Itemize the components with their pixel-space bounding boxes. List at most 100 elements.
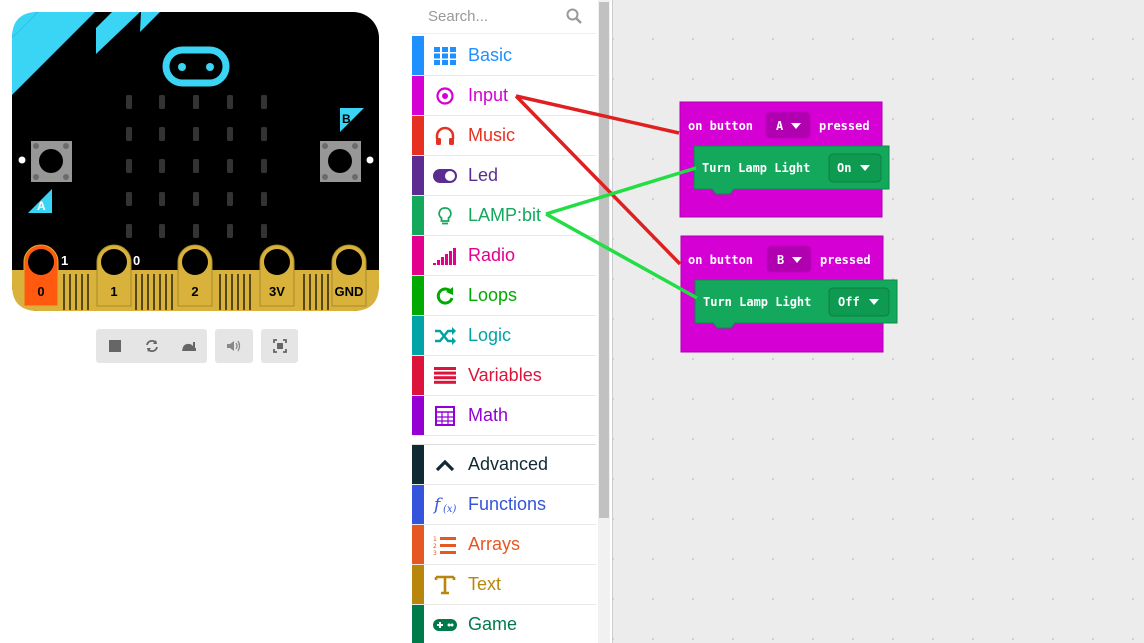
category-lamp-bit[interactable]: LAMP:bit [412, 196, 596, 236]
category-color-bar [412, 396, 424, 435]
stop-button[interactable] [96, 329, 133, 363]
category-color-bar [412, 445, 424, 484]
led [261, 127, 267, 141]
category-label: Functions [468, 494, 547, 514]
svg-text:Off: Off [838, 295, 860, 309]
category-variables[interactable]: Variables [412, 356, 596, 396]
pin-3v[interactable]: 3V [259, 244, 295, 307]
svg-text:GND: GND [335, 284, 364, 299]
event-suffix: pressed [819, 119, 870, 133]
category-label: Variables [468, 365, 542, 385]
button-a[interactable] [31, 141, 72, 182]
pin-0[interactable]: 0 [23, 244, 59, 307]
category-color-bar [412, 356, 424, 395]
category-color-bar [412, 485, 424, 524]
microbit-logo-icon [162, 46, 230, 87]
led [126, 192, 132, 206]
led [227, 95, 233, 109]
on-button-b-pressed-block[interactable]: on button B pressed Turn Lamp Light Off [680, 235, 898, 353]
pin-gnd[interactable]: GND [331, 244, 367, 307]
category-radio[interactable]: Radio [412, 236, 596, 276]
search-bar [412, 0, 596, 34]
search-icon[interactable] [566, 8, 582, 24]
target-icon [432, 85, 458, 107]
svg-text:(x): (x) [443, 504, 457, 515]
lightbulb-icon [432, 205, 458, 227]
button-b-dropdown[interactable]: B [766, 245, 812, 273]
led [159, 192, 165, 206]
led [227, 159, 233, 173]
on-button-a-pressed-block[interactable]: on button A pressed Turn Lamp Light On [679, 101, 890, 218]
led [261, 159, 267, 173]
pin-2[interactable]: 2 [177, 244, 213, 307]
microbit-board[interactable]: A B 0 [0, 0, 400, 320]
category-text[interactable]: Text [412, 565, 596, 605]
turn-lamp-off-block[interactable]: Turn Lamp Light Off [694, 279, 898, 329]
toolbox-scrollbar[interactable] [598, 0, 610, 643]
calculator-icon [432, 405, 458, 427]
mute-button[interactable] [215, 329, 253, 363]
category-label: Basic [468, 45, 513, 65]
grid-icon [432, 45, 458, 67]
category-label: Text [468, 574, 502, 594]
category-separator [412, 436, 596, 445]
category-color-bar [412, 565, 424, 604]
category-functions[interactable]: f(x) Functions [412, 485, 596, 525]
led [126, 159, 132, 173]
button-a-dropdown[interactable]: A [765, 111, 811, 139]
svg-text:1: 1 [110, 284, 117, 299]
fullscreen-button[interactable] [261, 329, 298, 363]
slow-mo-button[interactable] [170, 329, 207, 363]
category-basic[interactable]: Basic [412, 36, 596, 76]
button-b[interactable] [320, 141, 361, 182]
toolbox: BasicInputMusicLedLAMP:bitRadioLoopsLogi… [412, 0, 612, 643]
led [261, 192, 267, 206]
action-label: Turn Lamp Light [702, 161, 810, 175]
led [126, 95, 132, 109]
restart-button[interactable] [133, 329, 170, 363]
search-input[interactable] [428, 8, 558, 25]
category-led[interactable]: Led [412, 156, 596, 196]
function-icon: f(x) [432, 494, 458, 516]
stop-icon [108, 340, 121, 352]
led-matrix[interactable] [126, 95, 267, 238]
svg-text:3V: 3V [269, 284, 285, 299]
led [193, 127, 199, 141]
category-color-bar [412, 76, 424, 115]
lines-icon [432, 365, 458, 387]
pin-1-value: 0 [133, 253, 140, 268]
toggle-icon [432, 165, 458, 187]
category-label: Advanced [468, 454, 549, 474]
scrollbar-thumb[interactable] [599, 2, 609, 518]
signal-bars-icon [432, 245, 458, 267]
category-label: Led [468, 165, 499, 185]
category-music[interactable]: Music [412, 116, 596, 156]
category-math[interactable]: Math [412, 396, 596, 436]
chevron-up-icon [432, 454, 458, 476]
svg-text:A: A [776, 119, 784, 133]
category-input[interactable]: Input [412, 76, 596, 116]
chevron-down-icon [791, 123, 801, 129]
lamp-state-dropdown[interactable]: Off [828, 287, 890, 317]
led [126, 224, 132, 238]
category-label: Music [468, 125, 516, 145]
shuffle-icon [432, 325, 458, 347]
event-label: on button [688, 253, 753, 267]
category-label: Loops [468, 285, 518, 305]
pin-1[interactable]: 1 [96, 244, 132, 307]
category-label: Radio [468, 245, 516, 265]
category-label: Math [468, 405, 509, 425]
category-logic[interactable]: Logic [412, 316, 596, 356]
text-icon [432, 574, 458, 596]
svg-text:0: 0 [37, 284, 44, 299]
category-game[interactable]: Game [412, 605, 596, 643]
category-loops[interactable]: Loops [412, 276, 596, 316]
category-advanced[interactable]: Advanced [412, 445, 596, 485]
svg-text:On: On [837, 161, 851, 175]
simulator-panel: A B 0 [0, 0, 412, 643]
turn-lamp-on-block[interactable]: Turn Lamp Light On [693, 145, 890, 195]
lamp-state-dropdown[interactable]: On [828, 153, 882, 183]
category-label: Arrays [468, 534, 521, 554]
